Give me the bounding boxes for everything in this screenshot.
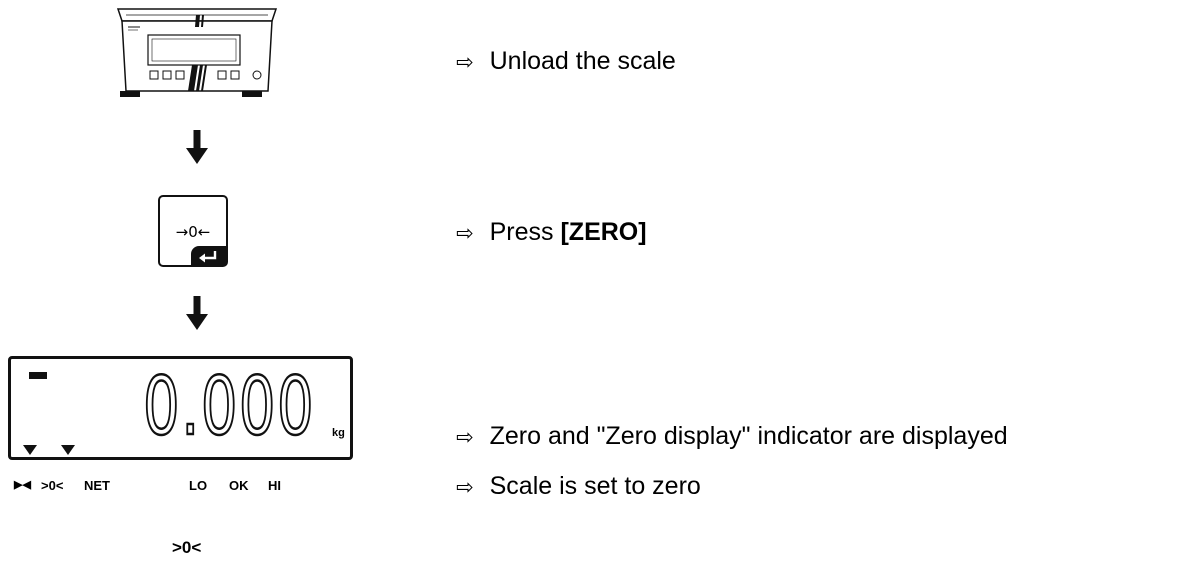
- step-press-zero: ⇨ Press [ZERO]: [456, 217, 647, 248]
- step-text: Zero and "Zero display" indicator are di…: [489, 422, 1008, 450]
- scale-illustration: [116, 8, 278, 97]
- enter-icon: [191, 246, 227, 266]
- battery-icon: [29, 372, 47, 379]
- step-zero-displayed: ⇨ Zero and "Zero display" indicator are d…: [456, 421, 1008, 452]
- down-arrow-icon: [186, 130, 208, 164]
- annunciator-net: NET: [84, 478, 110, 493]
- weight-display: 0.000 kg: [8, 356, 353, 460]
- step-set-to-zero: ⇨ Scale is set to zero: [456, 471, 701, 502]
- annunciator-stable: ▶◀: [14, 479, 31, 491]
- zero-key-label: →0←: [175, 223, 211, 241]
- step-text: Unload the scale: [489, 47, 676, 75]
- step-arrow-icon: ⇨: [456, 50, 474, 74]
- step-unload: ⇨ Unload the scale: [456, 46, 676, 77]
- step-text: Scale is set to zero: [489, 472, 701, 500]
- zero-key[interactable]: →0←: [158, 195, 228, 267]
- weight-unit: kg: [332, 427, 345, 439]
- step-arrow-icon: ⇨: [456, 425, 474, 449]
- annunciator-zero: >0<: [41, 478, 64, 493]
- down-arrow-icon: [186, 296, 208, 330]
- zero-symbol: >0<: [172, 538, 202, 557]
- annunciator-hi: HI: [268, 478, 281, 493]
- step-text: Press: [489, 218, 561, 246]
- step-arrow-icon: ⇨: [456, 221, 474, 245]
- zero-key-reference: [ZERO]: [560, 218, 647, 246]
- step-arrow-icon: ⇨: [456, 475, 474, 499]
- annunciator-lo: LO: [189, 478, 208, 493]
- weight-value: 0.000: [142, 360, 316, 453]
- annunciator-ok: OK: [229, 478, 249, 493]
- stable-indicator-icon: [23, 445, 37, 455]
- zero-indicator-icon: [61, 445, 75, 455]
